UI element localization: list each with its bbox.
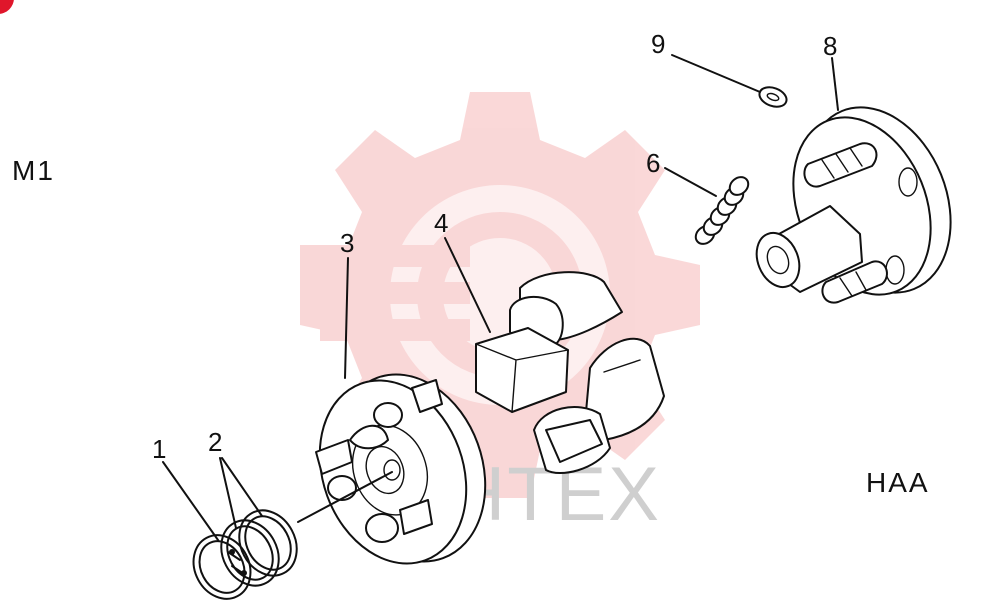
group-code: HAA (866, 467, 930, 498)
part-9-small-washer (758, 86, 788, 108)
section-code: M1 (12, 155, 55, 186)
part-3-coupling-flange (297, 373, 487, 565)
callout-6: 6 (646, 148, 660, 178)
callout-8: 8 (823, 31, 837, 61)
corner-badge-icon (0, 0, 14, 14)
callout-9: 9 (651, 29, 665, 59)
part-2-washers (220, 509, 298, 587)
callout-4: 4 (434, 208, 448, 238)
leader-lines (162, 54, 839, 541)
part-8-drive-flange (755, 106, 952, 304)
part-4-rubber-spider (475, 271, 665, 474)
callout-3: 3 (340, 228, 354, 258)
callout-2: 2 (208, 427, 222, 457)
callout-1: 1 (152, 434, 166, 464)
part-6-spring (694, 176, 750, 245)
